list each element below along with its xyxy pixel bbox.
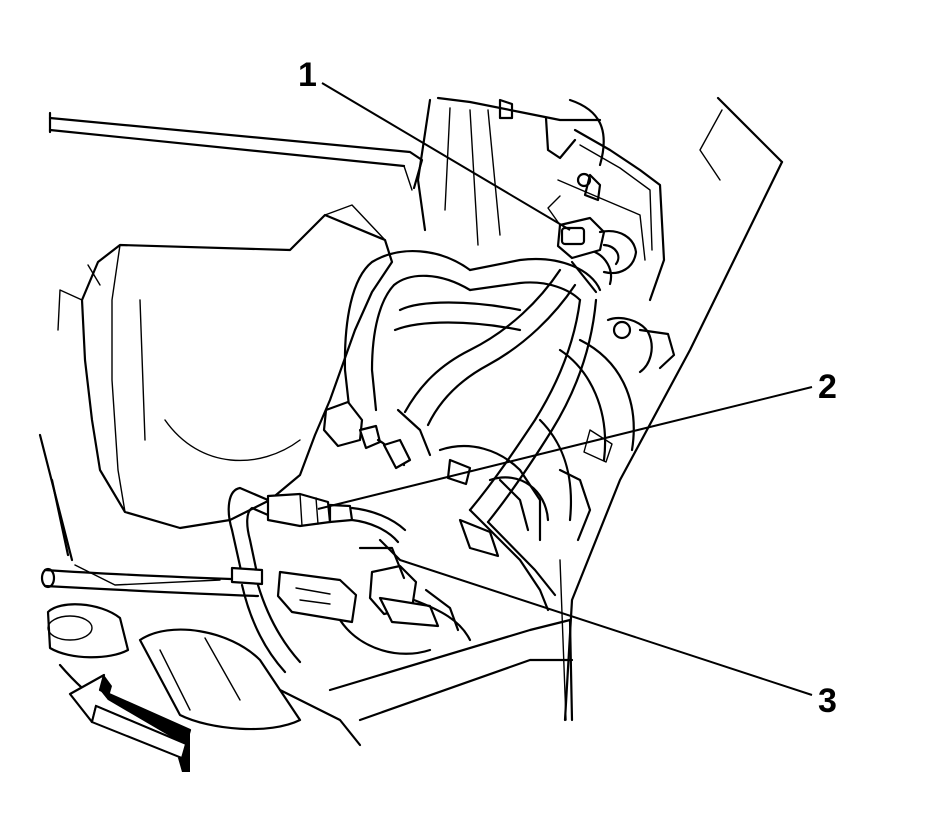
callout-1: 1 bbox=[298, 56, 317, 94]
callout-2: 2 bbox=[818, 368, 837, 406]
fitting-1 bbox=[547, 195, 638, 275]
inner-fender bbox=[38, 433, 221, 586]
lower-left-components bbox=[46, 603, 362, 747]
leader-2 bbox=[317, 386, 813, 510]
center-lower-components bbox=[438, 445, 557, 612]
top-engine-structure bbox=[416, 96, 666, 302]
fitting-3 bbox=[276, 538, 472, 655]
leader-1 bbox=[321, 82, 571, 231]
right-body-edge bbox=[563, 96, 784, 722]
callout-leaders bbox=[317, 82, 813, 696]
air-cleaner-housing bbox=[57, 204, 394, 530]
cowl-structure bbox=[328, 559, 574, 722]
fitting-2 bbox=[227, 486, 407, 674]
lower-hose bbox=[40, 567, 262, 598]
front-direction-arrow-icon bbox=[68, 673, 192, 772]
connector-left bbox=[322, 400, 432, 470]
callout-3: 3 bbox=[818, 682, 837, 720]
right-side-components bbox=[538, 316, 676, 542]
upper-panel bbox=[48, 111, 424, 191]
leader-3 bbox=[399, 559, 813, 696]
upper-coolant-hose bbox=[343, 250, 602, 417]
